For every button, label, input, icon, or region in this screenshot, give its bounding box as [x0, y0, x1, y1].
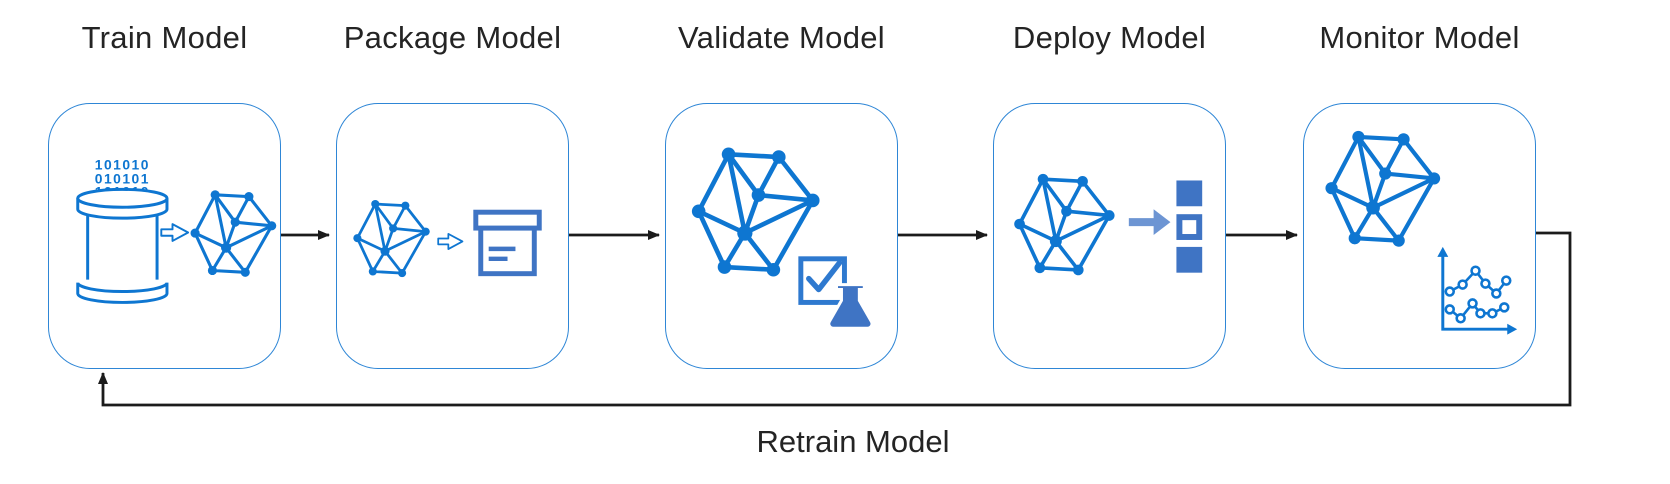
training-data-database-icon: 101010 010101 101010: [76, 157, 169, 304]
metrics-line-chart-icon: [1437, 246, 1518, 335]
binary-text-line: 101010: [95, 157, 150, 173]
stage-box-train-model: 101010 010101 101010: [48, 103, 281, 369]
validation-check-square-icon: [798, 256, 847, 305]
model-network-icon: [351, 198, 432, 279]
stage-title-validate: Validate Model: [678, 20, 885, 55]
model-network-icon: [188, 188, 278, 279]
binary-text-line: 010101: [95, 170, 150, 186]
stage-title-monitor: Monitor Model: [1319, 20, 1520, 55]
stage-box-deploy-model: [993, 103, 1226, 369]
stage-title-package: Package Model: [343, 20, 562, 55]
model-network-icon: [1325, 131, 1440, 247]
deploy-solid-arrow-icon: [1128, 209, 1171, 236]
stage-box-package-model: [336, 103, 569, 369]
lab-flask-icon: [827, 283, 874, 330]
stage-title-train: Train Model: [81, 20, 248, 55]
stage-title-deploy: Deploy Model: [1012, 20, 1207, 55]
retrain-loop-label: Retrain Model: [756, 424, 950, 459]
stage-box-validate-model: [665, 103, 898, 369]
container-stack-icon: [1176, 180, 1203, 273]
stage-box-monitor-model: [1303, 103, 1536, 369]
transform-hollow-arrow-icon: [437, 232, 464, 250]
package-box-icon: [473, 209, 542, 277]
model-network-icon: [1012, 171, 1117, 278]
transform-hollow-arrow-icon: [160, 223, 190, 242]
